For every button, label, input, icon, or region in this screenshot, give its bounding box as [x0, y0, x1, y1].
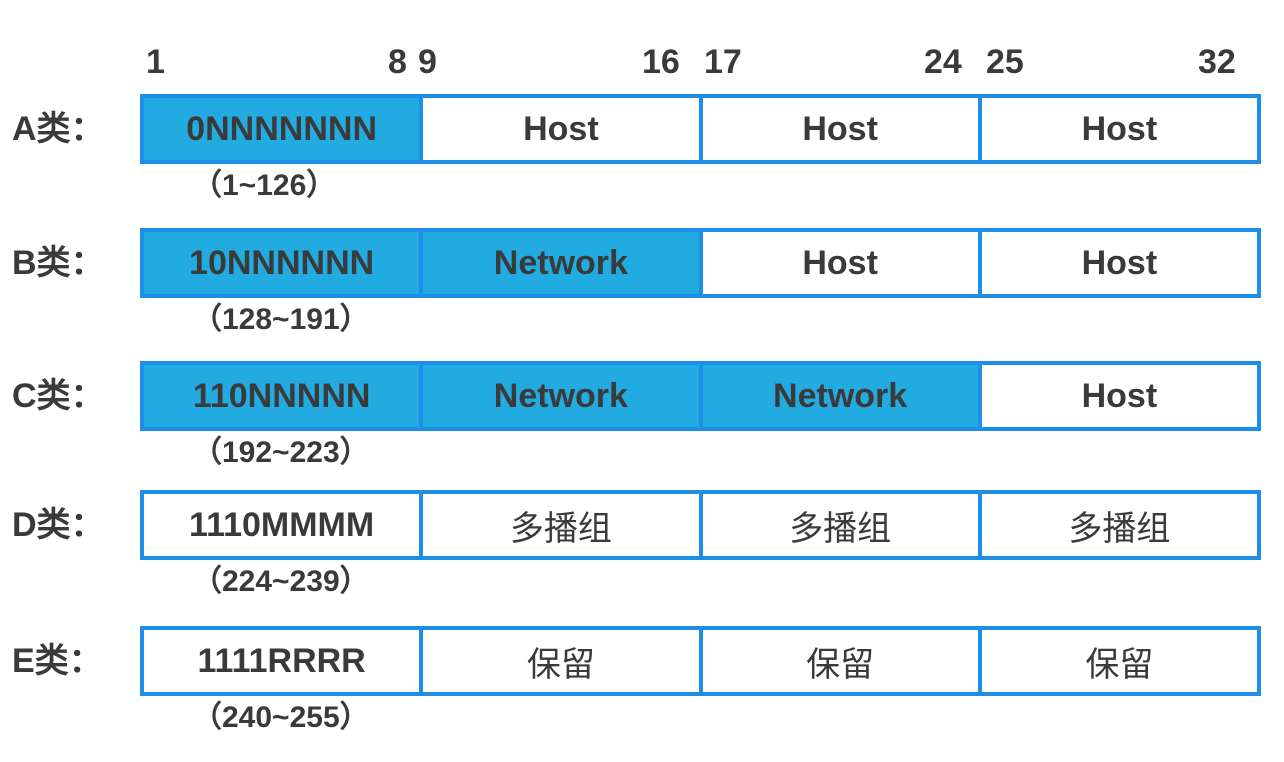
bit-label-25: 25 [986, 43, 1024, 81]
host-cell: Host [698, 232, 978, 294]
host-cell: Host [698, 98, 978, 160]
address-range: （224~239） [192, 565, 370, 598]
reserved-cell: 保留 [977, 630, 1257, 692]
address-range: （240~255） [192, 701, 370, 734]
bit-label-17: 17 [704, 43, 742, 81]
first-octet-cell: 1110MMMM [144, 494, 420, 556]
multicast-group-cell: 多播组 [419, 494, 699, 556]
network-cell: Network [419, 365, 699, 427]
class-d-row: D类： 1110MMMM 多播组 多播组 多播组 （224~239） [0, 490, 1284, 598]
class-a-row: A类： 0NNNNNNN Host Host Host （1~126） [0, 94, 1284, 202]
host-cell: Host [977, 98, 1257, 160]
reserved-cell: 保留 [698, 630, 978, 692]
network-cell: Network [698, 365, 978, 427]
bit-label-1: 1 [146, 43, 165, 81]
address-bar: 110NNNNN Network Network Host [140, 361, 1261, 431]
network-cell: Network [419, 232, 699, 294]
host-cell: Host [977, 232, 1257, 294]
reserved-cell: 保留 [419, 630, 699, 692]
address-range: （192~223） [192, 436, 370, 469]
class-label: B类： [12, 244, 105, 282]
bit-label-32: 32 [1198, 43, 1236, 81]
host-cell: Host [977, 365, 1257, 427]
address-range: （128~191） [192, 303, 370, 336]
first-octet-cell: 10NNNNNN [144, 232, 420, 294]
class-b-row: B类： 10NNNNNN Network Host Host （128~191） [0, 228, 1284, 336]
host-cell: Host [419, 98, 699, 160]
address-bar: 10NNNNNN Network Host Host [140, 228, 1261, 298]
class-label: A类： [12, 110, 105, 148]
bit-label-24: 24 [924, 43, 962, 81]
bit-label-8: 8 [388, 43, 407, 81]
class-c-row: C类： 110NNNNN Network Network Host （192~2… [0, 361, 1284, 469]
class-label: D类： [12, 506, 105, 544]
first-octet-cell: 1111RRRR [144, 630, 420, 692]
address-bar: 1111RRRR 保留 保留 保留 [140, 626, 1261, 696]
address-range: （1~126） [192, 169, 337, 202]
first-octet-cell: 110NNNNN [144, 365, 420, 427]
class-label: C类： [12, 377, 105, 415]
multicast-group-cell: 多播组 [977, 494, 1257, 556]
class-e-row: E类： 1111RRRR 保留 保留 保留 （240~255） [0, 626, 1284, 734]
bit-label-9: 9 [418, 43, 437, 81]
address-bar: 1110MMMM 多播组 多播组 多播组 [140, 490, 1261, 560]
first-octet-cell: 0NNNNNNN [144, 98, 420, 160]
class-label: E类： [12, 642, 103, 680]
bit-label-16: 16 [642, 43, 680, 81]
multicast-group-cell: 多播组 [698, 494, 978, 556]
address-bar: 0NNNNNNN Host Host Host [140, 94, 1261, 164]
